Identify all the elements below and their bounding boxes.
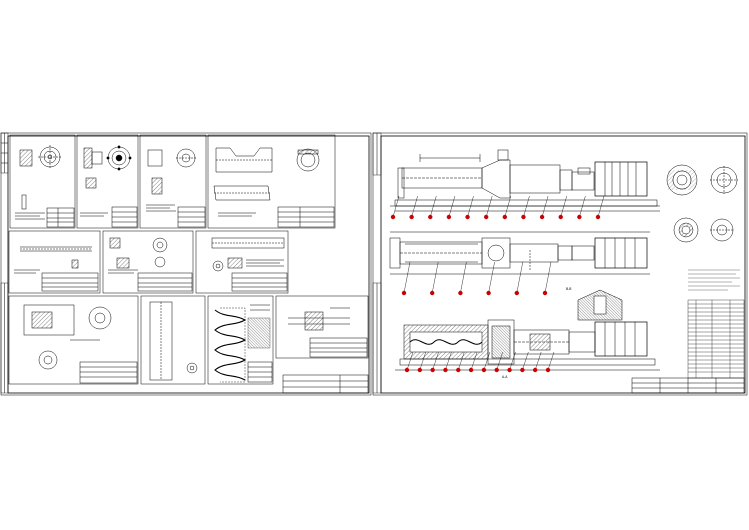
part-balloon <box>514 290 519 296</box>
part-balloon <box>481 367 487 373</box>
part-balloon <box>417 367 423 373</box>
balloon-leader <box>403 261 411 294</box>
left-title-block <box>282 374 369 394</box>
part-balloon <box>545 367 551 373</box>
part-balloon <box>532 367 538 373</box>
part-balloon <box>404 367 410 373</box>
part-balloon <box>456 367 461 373</box>
part-balloon <box>428 214 433 220</box>
drawing-panel-6 <box>102 230 194 294</box>
part-balloon <box>507 367 512 373</box>
right-sheet: A-A B-B <box>372 132 748 396</box>
balloon-leader <box>504 195 512 218</box>
part-balloon <box>539 214 545 220</box>
drawing-panel-7 <box>195 230 289 294</box>
part-balloon <box>595 214 601 220</box>
balloon-leader <box>547 351 555 371</box>
balloon-leader <box>544 261 552 294</box>
drawing-panel-10 <box>207 295 274 385</box>
part-balloon <box>483 214 489 220</box>
left-sheet-border <box>0 132 372 396</box>
balloon-leader <box>496 351 503 371</box>
part-balloon <box>458 290 463 296</box>
part-balloon <box>390 214 396 220</box>
balloon-leader <box>579 195 586 218</box>
balloon-leader <box>430 195 437 218</box>
balloon-leader <box>522 351 529 371</box>
end-views <box>666 164 738 243</box>
part-balloon <box>430 367 435 373</box>
part-balloon <box>494 367 499 373</box>
part-balloon <box>521 214 526 220</box>
drawing-panel-11 <box>275 295 369 359</box>
part-balloons <box>390 195 605 373</box>
balloon-leader <box>560 195 567 218</box>
balloon-leader <box>419 351 427 371</box>
drawing-panel-9 <box>140 295 206 385</box>
pump-plan-view <box>389 231 650 275</box>
part-balloon <box>502 214 508 220</box>
parts-list-table <box>687 299 745 379</box>
part-balloon <box>520 367 525 373</box>
balloon-leader <box>509 351 516 371</box>
balloon-leader <box>541 195 549 218</box>
part-balloon <box>409 214 414 220</box>
part-balloon <box>430 290 435 296</box>
section-view-label: A-A <box>502 375 508 379</box>
balloon-leader <box>488 261 495 294</box>
part-balloon <box>577 214 582 220</box>
part-balloon <box>542 290 548 296</box>
balloon-leader <box>432 351 439 371</box>
technical-notes <box>688 269 740 291</box>
balloon-leader <box>411 195 418 218</box>
part-balloon <box>468 367 474 373</box>
balloon-leader <box>516 261 523 294</box>
part-balloon <box>465 214 470 220</box>
detail-section-label: B-B <box>566 287 571 291</box>
drawing-panel-8 <box>8 295 139 385</box>
part-balloon <box>486 290 491 296</box>
part-balloon <box>558 214 563 220</box>
pump-section-view: A-A <box>395 319 660 379</box>
balloon-leader <box>445 351 452 371</box>
part-balloon <box>446 214 452 220</box>
balloon-leader <box>406 351 414 371</box>
drawing-panel-3 <box>139 134 207 229</box>
pump-elevation-view <box>390 149 660 212</box>
balloon-leader <box>534 351 542 371</box>
left-sheet <box>0 132 372 396</box>
detail-section-view: B-B <box>566 287 623 321</box>
balloon-leader <box>448 195 456 218</box>
balloon-leader <box>597 195 605 218</box>
balloon-leader <box>523 195 530 218</box>
balloon-leader <box>392 195 400 218</box>
balloon-leader <box>485 195 493 218</box>
balloon-leader <box>483 351 491 371</box>
drawing-panel-5 <box>8 230 101 294</box>
balloon-leader <box>470 351 478 371</box>
balloon-leader <box>467 195 474 218</box>
balloon-leader <box>460 261 467 294</box>
part-balloon <box>401 290 407 296</box>
right-sheet-border <box>372 132 748 396</box>
part-balloon <box>443 367 448 373</box>
drawing-panel-4 <box>207 134 336 229</box>
right-title-block <box>631 377 745 394</box>
balloon-leader <box>432 261 439 294</box>
drawing-panel-2 <box>76 134 139 229</box>
balloon-leader <box>458 351 465 371</box>
drawing-panel-1 <box>9 134 76 229</box>
